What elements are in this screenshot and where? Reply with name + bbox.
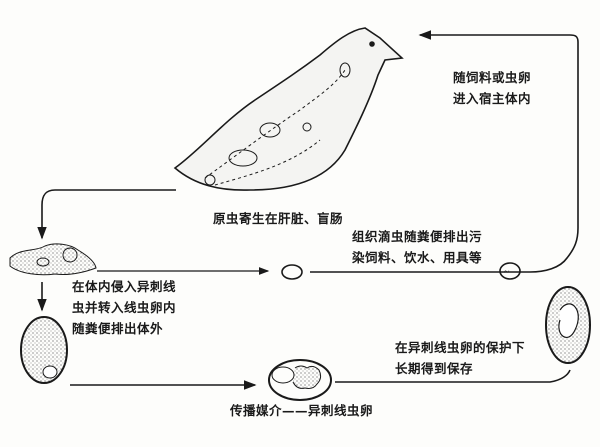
contaminant-illustration — [499, 262, 521, 280]
label-line: 虫并转入线虫卵内 — [72, 300, 177, 315]
label-excretion: 组织滴虫随粪便排出污 染饲料、饮水、用具等 — [352, 226, 482, 268]
label-line: 在异刺线虫卵的保护下 — [395, 340, 526, 355]
label-vector: 传播媒介——异刺线虫卵 — [230, 403, 374, 418]
label-line: 长期得到保存 — [395, 361, 474, 376]
label-line: 在体内侵入异刺线 — [72, 279, 177, 294]
bird-host-illustration — [173, 27, 404, 191]
embryonated-egg-illustration — [268, 359, 332, 401]
label-line: 染饲料、饮水、用具等 — [352, 250, 483, 265]
label-line: 组织滴虫随粪便排出污 — [352, 229, 483, 244]
svg-text:~: ~ — [504, 267, 510, 278]
histomonas-illustration — [281, 264, 303, 280]
label-host-entry: 随饲料或虫卵 进入宿主体内 — [453, 67, 531, 109]
label-parasite-site: 原虫寄生在肝脏、盲肠 — [213, 211, 344, 226]
worm-egg-illustration — [20, 316, 68, 384]
label-protection: 在异刺线虫卵的保护下 长期得到保存 — [395, 337, 525, 379]
tissue-cells-illustration — [9, 243, 97, 276]
label-line: 随饲料或虫卵 — [453, 70, 532, 85]
label-line: 进入宿主体内 — [453, 91, 532, 106]
larvated-egg-illustration — [545, 286, 591, 364]
label-line: 随粪便排出体外 — [72, 321, 164, 336]
label-invade-worm: 在体内侵入异刺线 虫并转入线虫卵内 随粪便排出体外 — [72, 276, 176, 339]
